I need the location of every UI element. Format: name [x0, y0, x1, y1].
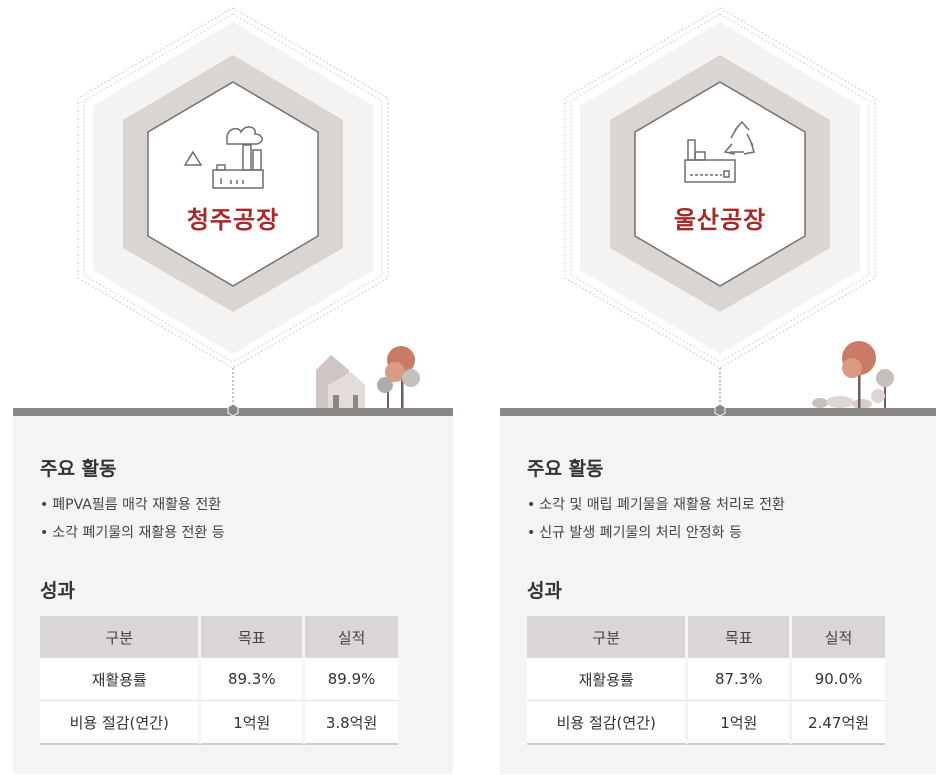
results-title: 성과 — [527, 580, 562, 602]
table-header-row: 구분 목표 실적 — [527, 616, 885, 658]
plant-name: 울산공장 — [673, 206, 767, 234]
timeline-node-icon — [714, 404, 726, 416]
table-header-row: 구분 목표 실적 — [40, 616, 398, 658]
factory-recycle-icon — [684, 120, 755, 183]
table-row: 비용 절감(연간) 1억원 3.8억원 — [40, 701, 398, 745]
activities-list: •소각 및 매립 폐기물을 재활용 처리로 전환 •신규 발생 폐기물의 처리 … — [527, 491, 785, 547]
results-title: 성과 — [40, 580, 75, 602]
activities-list: •폐PVA필름 매각 재활용 전환 •소각 폐기물의 재활용 전환 등 — [40, 491, 225, 547]
list-item: •소각 및 매립 폐기물을 재활용 처리로 전환 — [527, 497, 785, 513]
table-row: 비용 절감(연간) 1억원 2.47억원 — [527, 701, 885, 745]
scenery-illustration — [812, 341, 894, 409]
plant-name: 청주공장 — [186, 206, 280, 234]
table-header-actual: 실적 — [792, 616, 885, 658]
table-row: 재활용률 87.3% 90.0% — [527, 658, 885, 701]
table-header-target: 목표 — [688, 616, 793, 658]
plant-card-cheongju: 청주공장 주요 활동 •폐PVA필름 매각 재활용 전환 •소각 폐기물의 재활… — [13, 0, 453, 775]
table-header-category: 구분 — [527, 616, 689, 658]
plant-card-ulsan: 울산공장 주요 활동 •소각 및 매립 폐기물을 재활용 처리로 전환 •신규 … — [500, 0, 936, 775]
info-panel: 주요 활동 •소각 및 매립 폐기물을 재활용 처리로 전환 •신규 발생 폐기… — [500, 416, 936, 774]
activities-title: 주요 활동 — [527, 458, 604, 480]
results-table: 구분 목표 실적 재활용률 89.3% 89.9% 비용 절감(연간) 1억원 … — [40, 616, 398, 745]
hexagon-emblem — [564, 7, 894, 409]
activities-title: 주요 활동 — [40, 458, 117, 480]
info-panel: 주요 활동 •폐PVA필름 매각 재활용 전환 •소각 폐기물의 재활용 전환 … — [13, 416, 453, 774]
list-item: •폐PVA필름 매각 재활용 전환 — [40, 497, 222, 513]
table-row: 재활용률 89.3% 89.9% — [40, 658, 398, 701]
list-item: •신규 발생 폐기물의 처리 안정화 등 — [527, 525, 742, 541]
hexagon-emblem — [77, 7, 420, 408]
factory-recycle-icon — [183, 126, 264, 189]
list-item: •소각 폐기물의 재활용 전환 등 — [40, 525, 225, 541]
table-header-category: 구분 — [40, 616, 202, 658]
results-table: 구분 목표 실적 재활용률 87.3% 90.0% 비용 절감(연간) 1억원 … — [527, 616, 885, 745]
table-header-actual: 실적 — [305, 616, 398, 658]
timeline-node-icon — [227, 404, 239, 416]
scenery-illustration — [316, 346, 420, 408]
table-header-target: 목표 — [201, 616, 306, 658]
